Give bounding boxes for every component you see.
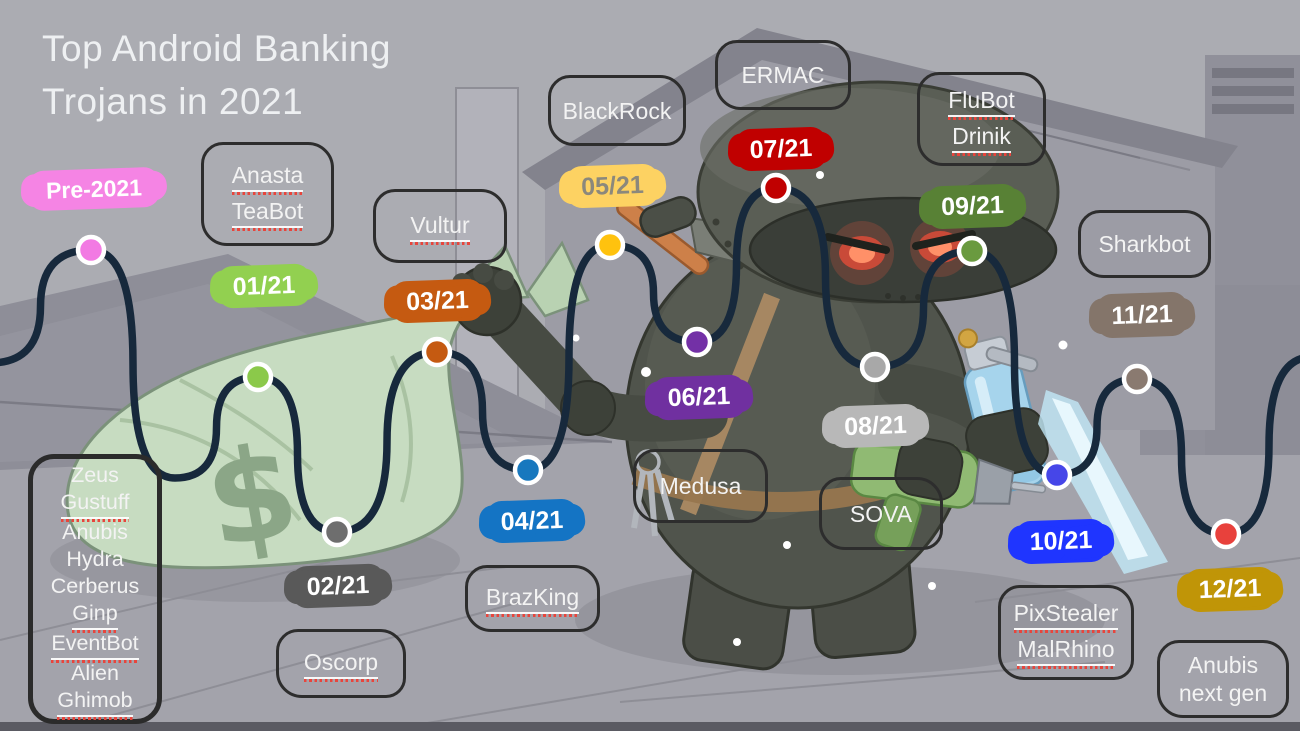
trojan-name: Cerberus	[50, 573, 140, 598]
trojan-box-08-21: SOVA	[819, 477, 943, 550]
trojan-name: Gustuff	[60, 489, 130, 522]
trojan-name: Anubis	[62, 519, 128, 544]
month-label: 12/21	[1198, 573, 1262, 605]
trojan-name: Anasta	[231, 161, 304, 195]
month-blob-12-21: 12/21	[1183, 566, 1277, 613]
node-04-21	[512, 454, 544, 486]
node-11-21	[1121, 363, 1153, 395]
month-label: 02/21	[306, 570, 370, 601]
trojan-box-09-21: FluBot Drinik	[917, 72, 1046, 166]
node-10-21	[1041, 459, 1073, 491]
node-01-21	[242, 361, 274, 393]
drill	[849, 434, 1047, 552]
trojan-name: BrazKing	[485, 583, 580, 617]
title-line-2: Trojans in 2021	[42, 81, 304, 122]
trojan-box-12-21: Anubis next gen	[1157, 640, 1289, 718]
month-label: Pre-2021	[45, 173, 143, 204]
trojan-name: Oscorp	[303, 648, 379, 682]
page-title: Top Android Banking Trojans in 2021	[42, 22, 391, 128]
trojan-name: TeaBot	[231, 197, 304, 231]
node-07-21	[760, 172, 792, 204]
timeline-path	[0, 184, 1300, 538]
trojan-box-02-21: Oscorp	[276, 629, 406, 698]
trojan-name: Anubis next gen	[1178, 652, 1268, 706]
timeline-nodes	[75, 172, 1242, 550]
trojan-box-06-21: Medusa	[633, 449, 768, 523]
trojan-name: Hydra	[66, 546, 124, 571]
trojan-name: PixStealer	[1013, 599, 1119, 633]
trojan-box-04-21: BrazKing	[465, 565, 600, 632]
trojan-box-pre-2021: Zeus Gustuff Anubis Hydra Cerberus Ginp …	[28, 454, 162, 724]
month-blob-11-21: 11/21	[1095, 291, 1189, 339]
month-label: 01/21	[232, 270, 296, 301]
month-label: 08/21	[843, 410, 908, 441]
sparkles	[572, 171, 1068, 646]
month-blob-10-21: 10/21	[1014, 518, 1108, 565]
node-02-21	[321, 516, 353, 548]
trojan-name: MalRhino	[1017, 635, 1115, 669]
trojan-name: Alien	[71, 660, 119, 685]
trojan-name: Drinik	[952, 122, 1011, 156]
month-blob-03-21: 03/21	[390, 278, 485, 324]
trojan-name: ERMAC	[741, 62, 825, 88]
node-06-21	[681, 326, 713, 358]
trojan-name: Ghimob	[57, 687, 133, 720]
node-08-21	[859, 351, 891, 383]
month-label: 10/21	[1029, 525, 1093, 557]
trojan-box-07-21: ERMAC	[715, 40, 851, 110]
month-label: 11/21	[1110, 299, 1174, 330]
title-line-1: Top Android Banking	[42, 28, 391, 69]
month-label: 03/21	[405, 285, 470, 316]
month-label: 07/21	[749, 133, 813, 164]
month-blob-09-21: 09/21	[925, 183, 1020, 230]
month-blob-07-21: 07/21	[734, 126, 828, 172]
trojan-box-11-21: Sharkbot	[1078, 210, 1211, 278]
antenna	[639, 196, 697, 238]
trojan-box-10-21: PixStealer MalRhino	[998, 585, 1134, 680]
month-blob-08-21: 08/21	[828, 403, 923, 449]
month-blob-04-21: 04/21	[485, 498, 579, 544]
month-label: 04/21	[500, 505, 564, 536]
month-label: 09/21	[940, 190, 1005, 222]
month-blob-01-21: 01/21	[216, 263, 312, 309]
trojan-box-01-21: Anasta TeaBot	[201, 142, 334, 246]
trojan-name: BlackRock	[562, 97, 672, 124]
month-blob-05-21: 05/21	[565, 163, 660, 209]
month-label: 05/21	[580, 170, 645, 201]
trojan-name: SOVA	[849, 500, 913, 527]
trojan-name: Zeus	[71, 462, 119, 487]
month-blob-02-21: 02/21	[290, 563, 386, 609]
bottom-edge	[0, 722, 1300, 731]
trojan-name: Vultur	[410, 211, 470, 245]
trojan-name: Sharkbot	[1098, 231, 1191, 257]
trojan-name: EventBot	[51, 630, 139, 663]
trojan-name: Ginp	[72, 600, 119, 633]
trojan-name: Medusa	[659, 473, 742, 499]
brass-knob	[957, 328, 978, 349]
drill-bit	[1010, 481, 1047, 494]
trojan-name: FluBot	[948, 86, 1016, 120]
month-blob-06-21: 06/21	[651, 374, 747, 421]
month-label: 06/21	[667, 381, 731, 413]
node-pre-2021	[75, 234, 107, 266]
trojan-box-03-21: Vultur	[373, 189, 507, 263]
node-12-21	[1210, 518, 1242, 550]
month-blob-pre-2021: Pre-2021	[27, 166, 161, 212]
trojan-box-05-21: BlackRock	[548, 75, 686, 146]
node-09-21	[956, 235, 988, 267]
node-03-21	[421, 336, 453, 368]
node-05-21	[594, 229, 626, 261]
